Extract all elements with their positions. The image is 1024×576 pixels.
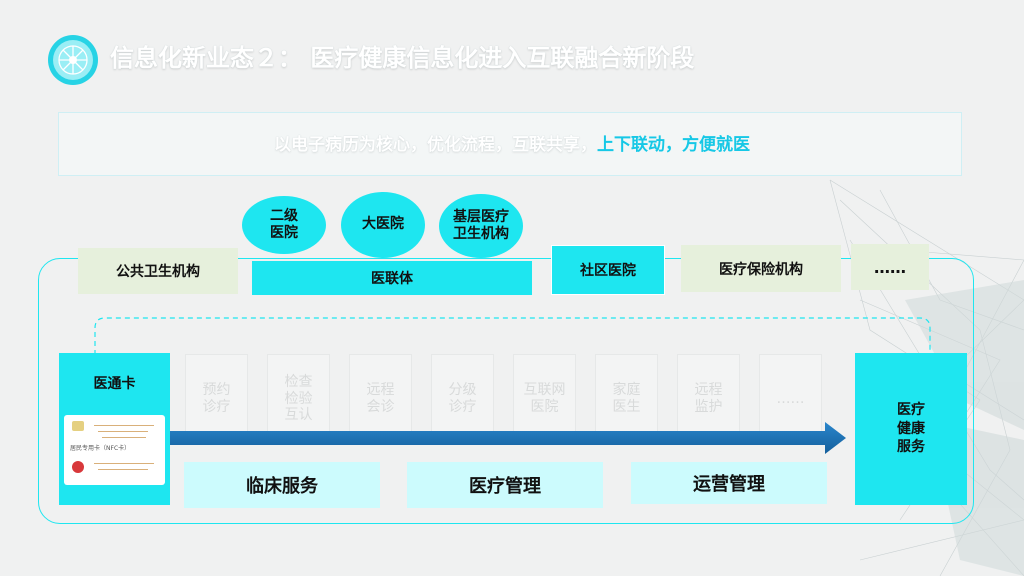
banner-frame	[58, 112, 962, 176]
service-item: 预约诊疗	[185, 354, 248, 444]
banner-text-highlight: 上下联动，方便就医	[597, 135, 750, 155]
flow-arrow-icon	[170, 422, 846, 454]
destination-label-line2: 健康	[897, 420, 925, 437]
health-card-text: 居民专用卡（NFC卡）	[70, 445, 131, 452]
destination-label-line3: 服务	[897, 439, 925, 456]
service-label: 会诊	[366, 399, 395, 415]
health-card-title: 医通卡	[93, 376, 136, 392]
service-label: 分级	[448, 382, 477, 399]
service-label: 家庭	[612, 382, 641, 399]
service-item: 远程监护	[677, 354, 740, 444]
service-label: ……	[776, 390, 805, 407]
primary-care-label-line1: 基层医疗	[453, 208, 509, 225]
public-health-box: 公共卫生机构	[78, 248, 238, 294]
service-item: 检查检验互认	[267, 354, 330, 444]
service-label: 监护	[694, 399, 723, 415]
insurance-box: 医疗保险机构	[681, 245, 841, 292]
network-frame	[38, 258, 974, 524]
china-telecom-icon	[72, 461, 84, 473]
service-label: 检验	[284, 390, 313, 407]
service-label: 诊疗	[202, 399, 231, 415]
service-label: 诊疗	[448, 399, 477, 415]
banner-text: 以电子病历为核心，优化流程，互联共享，上下联动，方便就医	[0, 130, 1024, 155]
operations-management-label: 运营管理	[693, 474, 765, 495]
service-label: 医院	[530, 399, 559, 415]
destination-label-line1: 医疗	[897, 401, 925, 418]
service-label: 检查	[284, 373, 313, 390]
clinical-service-button: 临床服务	[184, 462, 380, 508]
clinical-service-label: 临床服务	[246, 476, 318, 497]
more-institutions-box: ……	[851, 244, 929, 290]
health-card-panel: 医通卡 居民专用卡（NFC卡）	[59, 353, 170, 505]
health-card-image: 居民专用卡（NFC卡）	[64, 415, 165, 485]
service-item: 互联网医院	[513, 354, 576, 444]
health-service-destination: 医疗 健康 服务	[855, 353, 967, 505]
service-item: 分级诊疗	[431, 354, 494, 444]
primary-care-node: 基层医疗卫生机构	[439, 194, 523, 258]
secondary-hospital-node: 二级医院	[242, 196, 326, 254]
secondary-hospital-label-line2: 医院	[270, 225, 298, 241]
medical-alliance-label: 医联体	[371, 271, 413, 287]
service-label: 互认	[284, 407, 313, 424]
service-label: 预约	[202, 382, 231, 399]
service-item: 家庭医生	[595, 354, 658, 444]
secondary-hospital-label-line1: 二级	[270, 207, 298, 224]
medical-management-button: 医疗管理	[407, 462, 603, 508]
service-label: 远程	[366, 382, 395, 399]
service-item: 远程会诊	[349, 354, 412, 444]
large-hospital-node: 大医院	[341, 192, 425, 258]
primary-care-label-line2: 卫生机构	[453, 226, 509, 242]
service-label: 互联网	[523, 382, 566, 399]
public-health-label: 公共卫生机构	[116, 264, 200, 280]
medical-management-label: 医疗管理	[469, 476, 541, 497]
insurance-label: 医疗保险机构	[719, 261, 803, 278]
sim-chip-icon	[72, 421, 84, 431]
medical-alliance-box: 医联体	[252, 261, 532, 295]
community-hospital-label: 社区医院	[580, 263, 636, 279]
more-institutions-label: ……	[874, 257, 906, 277]
community-hospital-box: 社区医院	[551, 245, 665, 295]
service-label: 远程	[694, 382, 723, 399]
large-hospital-label: 大医院	[362, 216, 404, 233]
service-item: ……	[759, 354, 822, 444]
service-label: 医生	[612, 399, 641, 415]
banner-text-plain: 以电子病历为核心，优化流程，互联共享，	[274, 135, 597, 155]
globe-network-icon	[48, 35, 98, 85]
operations-management-button: 运营管理	[631, 462, 827, 504]
page-title: 信息化新业态２： 医疗健康信息化进入互联融合新阶段	[110, 44, 695, 72]
